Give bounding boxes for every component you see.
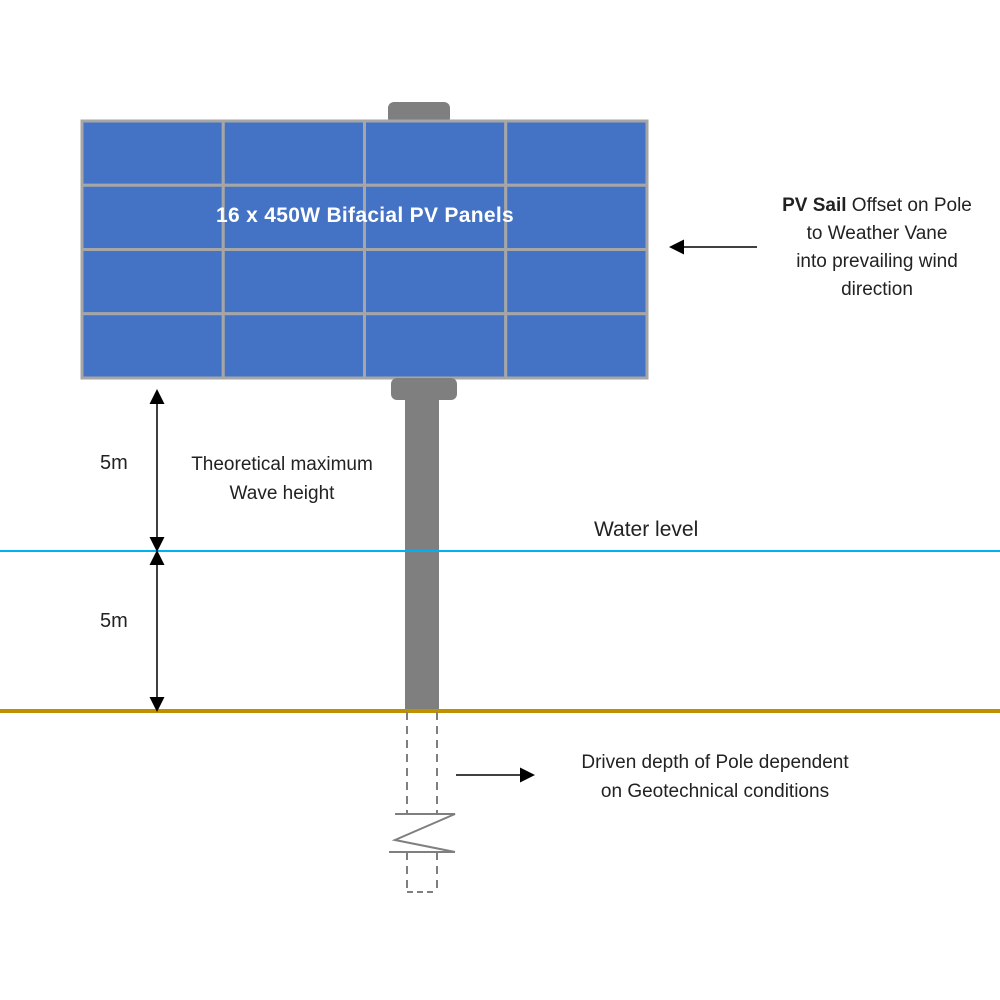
- pv-panel-cell: [363, 312, 508, 380]
- buried-pole: [406, 712, 438, 893]
- pv-panel-cell: [221, 119, 366, 187]
- sail-note-bold: PV Sail: [782, 195, 847, 216]
- pv-panel-cell: [504, 312, 649, 380]
- panel-title: 16 x 450W Bifacial PV Panels: [216, 204, 514, 227]
- pole: [405, 398, 439, 711]
- pole-top-cap: [388, 102, 450, 124]
- wave-note-line2: Wave height: [229, 483, 335, 504]
- sail-note: PV Sail Offset on Pole to Weather Vane i…: [752, 192, 1000, 304]
- driven-depth-note: Driven depth of Pole dependent on Geotec…: [540, 748, 890, 806]
- sail-note-line4: direction: [841, 279, 913, 300]
- pv-panel-cell: [80, 312, 225, 380]
- pole-mid-cap: [391, 378, 457, 400]
- pv-panel-cell: [504, 119, 649, 187]
- driven-note-line2: on Geotechnical conditions: [600, 781, 830, 802]
- wave-height-note: Theoretical maximum Wave height: [164, 450, 400, 508]
- dimension-label-upper: 5m: [100, 452, 128, 474]
- pv-panel-cell: [221, 312, 366, 380]
- break-symbol: [389, 813, 456, 853]
- sail-note-line1: Offset on Pole: [846, 195, 972, 216]
- pv-panel-cell: [80, 248, 225, 316]
- water-level-label: Water level: [594, 518, 699, 541]
- pv-panel-cell: [363, 119, 508, 187]
- wave-note-line1: Theoretical maximum: [191, 454, 373, 475]
- sail-note-line3: into prevailing wind: [796, 251, 958, 272]
- panel-grid: [80, 119, 649, 380]
- pv-panel-cell: [80, 119, 225, 187]
- pv-panel-array: [80, 119, 649, 380]
- pv-panel-cell: [504, 248, 649, 316]
- driven-note-line1: Driven depth of Pole dependent: [581, 752, 849, 773]
- dimension-label-lower: 5m: [100, 610, 128, 632]
- sail-note-line2: to Weather Vane: [806, 223, 948, 244]
- pv-panel-cell: [221, 248, 366, 316]
- pv-panel-cell: [363, 248, 508, 316]
